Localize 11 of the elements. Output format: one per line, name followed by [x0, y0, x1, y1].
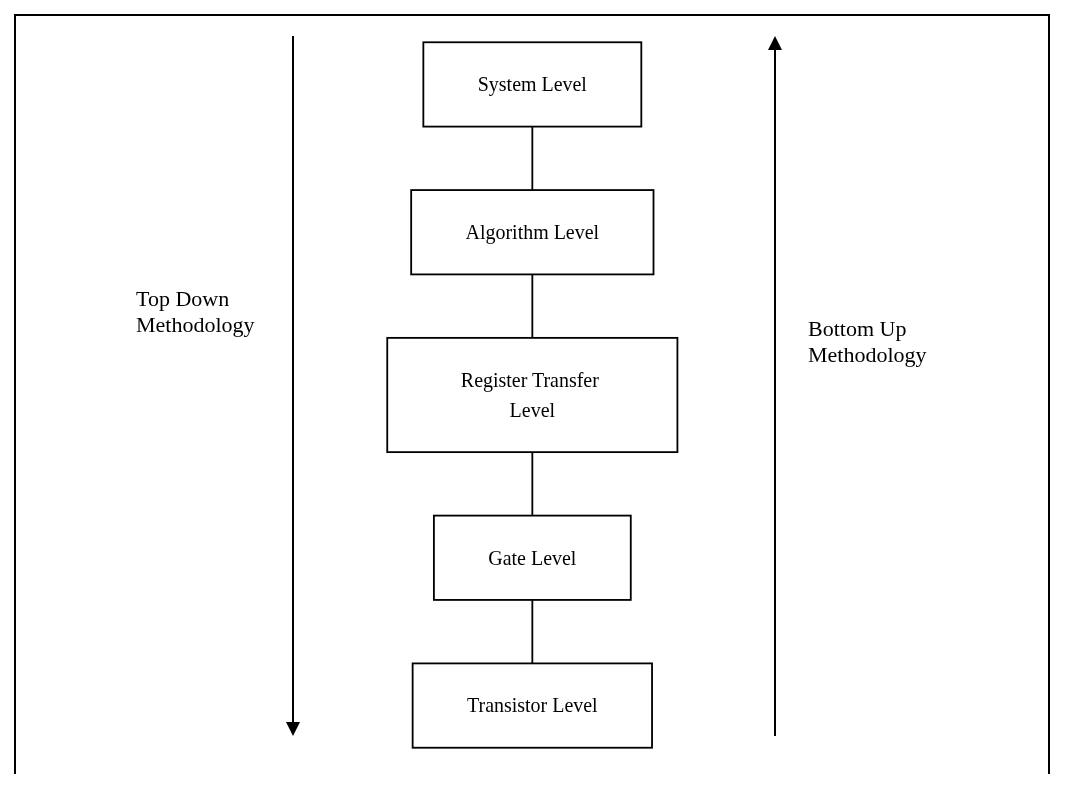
node-box: Register Transfer Level [386, 336, 678, 454]
node-box: Algorithm Level [409, 189, 655, 276]
methodology-label: Bottom Up Methodology [808, 316, 928, 368]
connector [531, 273, 533, 339]
connector [531, 599, 533, 665]
connector [531, 451, 533, 517]
node-box: Gate Level [432, 514, 632, 601]
node-box: System Level [422, 41, 642, 128]
connector [531, 125, 533, 191]
node-box: Transistor Level [411, 662, 653, 749]
methodology-label: Top Down Methodology [136, 286, 256, 338]
